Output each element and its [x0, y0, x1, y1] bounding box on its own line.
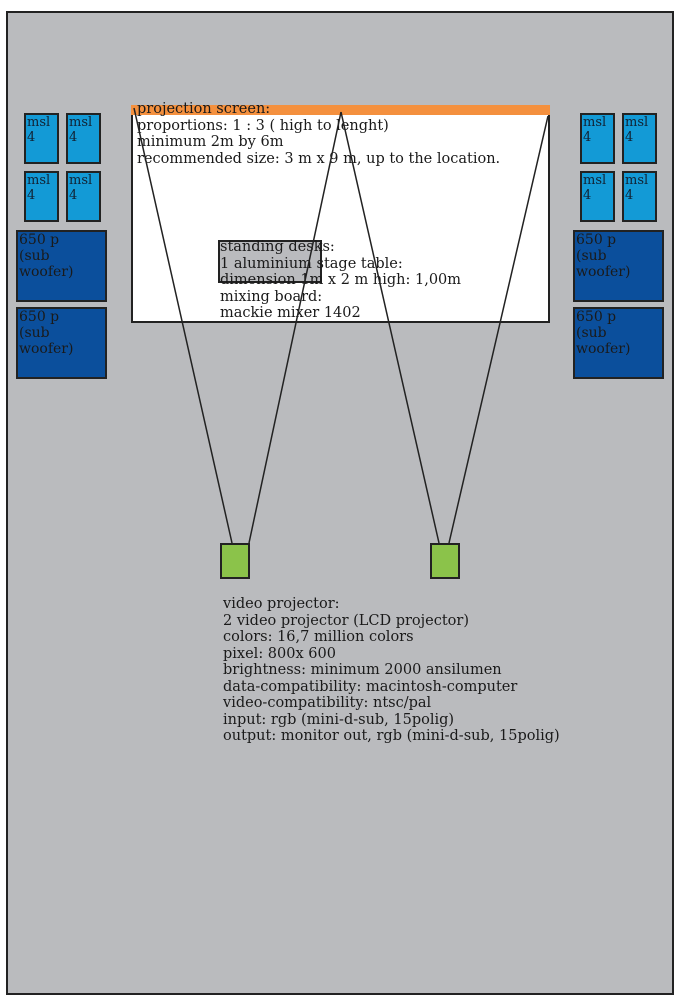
- projector-line: pixel: 800x 600: [223, 645, 336, 662]
- speaker-label: 650 p: [19, 309, 60, 325]
- speaker-label: msl: [27, 173, 51, 188]
- projector-line: brightness: minimum 2000 ansilumen: [223, 662, 502, 678]
- speaker-label: 650 p: [576, 309, 617, 325]
- speaker-count: 4: [583, 188, 592, 203]
- projector-line: colors: 16,7 million colors: [223, 629, 414, 645]
- sub-woofer: 650 p(sub woofer): [573, 230, 664, 302]
- sub-woofer: 650 p(sub woofer): [16, 307, 107, 379]
- speaker-count: 4: [625, 130, 634, 145]
- speaker-label: 650 p: [576, 232, 617, 248]
- video-projector: [220, 543, 250, 579]
- speaker-count: 4: [625, 188, 634, 203]
- screen-info: projection screen: proportions: 1 : 3 ( …: [137, 101, 500, 167]
- speaker-count: 4: [27, 188, 36, 203]
- standing-desk: [218, 240, 322, 283]
- speaker-label: msl: [625, 115, 649, 130]
- speaker-count: 4: [583, 130, 592, 145]
- speaker-desc: (sub woofer): [576, 325, 631, 357]
- speaker-count: 4: [27, 130, 36, 145]
- screen-title: projection screen:: [137, 101, 271, 117]
- video-projector: [430, 543, 460, 579]
- beam-line: [133, 107, 233, 544]
- speaker-desc: (sub woofer): [576, 248, 631, 280]
- speaker-count: 4: [69, 188, 78, 203]
- projector-line: video projector:: [223, 596, 340, 612]
- screen-line: minimum 2m by 6m: [137, 134, 284, 150]
- beam-line: [248, 111, 342, 544]
- speaker-label: 650 p: [19, 232, 60, 248]
- projector-info: video projector: 2 video projector (LCD …: [223, 596, 560, 745]
- beam-line: [448, 115, 549, 544]
- beam-line: [340, 111, 440, 544]
- speaker-label: msl: [27, 115, 51, 130]
- speaker-desc: (sub woofer): [19, 248, 74, 280]
- projector-line: 2 video projector (LCD projector): [223, 612, 470, 629]
- projector-line: input: rgb (mini-d-sub, 15polig): [223, 711, 455, 728]
- desk-line: mackie mixer 1402: [220, 305, 361, 321]
- speaker-label: msl: [69, 115, 93, 130]
- screen-line: recommended size: 3 m x 9 m, up to the l…: [137, 150, 501, 167]
- desk-line: dimension 1m x 2 m high: 1,00m: [220, 272, 462, 288]
- desk-line: mixing board:: [220, 288, 323, 305]
- speaker-desc: (sub woofer): [19, 325, 74, 357]
- screen-bar: [131, 105, 550, 115]
- speaker-count: 4: [69, 130, 78, 145]
- speaker-label: msl: [583, 115, 607, 130]
- speaker-label: msl: [69, 173, 93, 188]
- projector-line: video-compatibility: ntsc/pal: [223, 695, 432, 711]
- projector-line: output: monitor out, rgb (mini-d-sub, 15…: [223, 728, 560, 744]
- sub-woofer: 650 p(sub woofer): [573, 307, 664, 379]
- desk-line: 1 aluminium stage table:: [220, 255, 403, 272]
- desk-line: standing desks:: [220, 239, 335, 255]
- speaker-label: msl: [625, 173, 649, 188]
- sub-woofer: 650 p(sub woofer): [16, 230, 107, 302]
- screen-line: proportions: 1 : 3 ( high to lenght): [137, 117, 389, 134]
- desk-info: standing desks: 1 aluminium stage table:…: [220, 239, 461, 322]
- projector-line: data-compatibility: macintosh-computer: [223, 678, 518, 695]
- speaker-label: msl: [583, 173, 607, 188]
